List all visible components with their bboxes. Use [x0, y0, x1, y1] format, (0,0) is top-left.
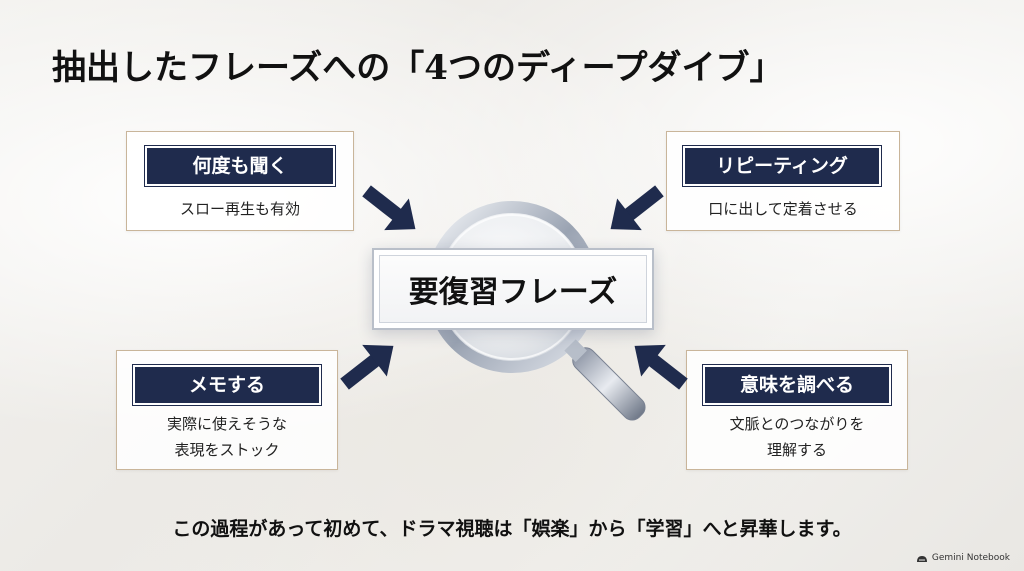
arrow-icon [634, 344, 688, 390]
card-label: メモする [132, 364, 322, 406]
card-repeating: リピーティング 口に出して定着させる [666, 131, 900, 231]
card-look-up-meaning: 意味を調べる 文脈とのつながりを 理解する [686, 350, 908, 470]
card-description: 文脈とのつながりを 理解する [729, 415, 865, 459]
card-description: 実際に使えそうな 表現をストック [166, 415, 287, 459]
arrow-icon [610, 185, 664, 231]
watermark: Gemini Notebook [916, 553, 1010, 563]
card-description: スロー再生も有効 [179, 200, 300, 218]
watermark-text: Gemini Notebook [931, 553, 1010, 563]
card-description: 口に出して定着させる [708, 200, 858, 218]
page-title: 抽出したフレーズへの「4つのディープダイブ」 [52, 48, 784, 88]
arrow-icon [340, 344, 394, 390]
center-phrase-box: 要復習フレーズ [372, 248, 654, 330]
card-label: 何度も聞く [144, 145, 336, 187]
card-label: リピーティング [682, 145, 882, 187]
card-listen-repeatedly: 何度も聞く スロー再生も有効 [126, 131, 354, 231]
footer-caption: この過程があって初めて、ドラマ視聴は「娯楽」から「学習」へと昇華します。 [172, 518, 852, 540]
notebook-icon [916, 555, 927, 562]
card-take-notes: メモする 実際に使えそうな 表現をストック [116, 350, 338, 470]
card-label: 意味を調べる [702, 364, 892, 406]
arrow-icon [362, 185, 416, 231]
